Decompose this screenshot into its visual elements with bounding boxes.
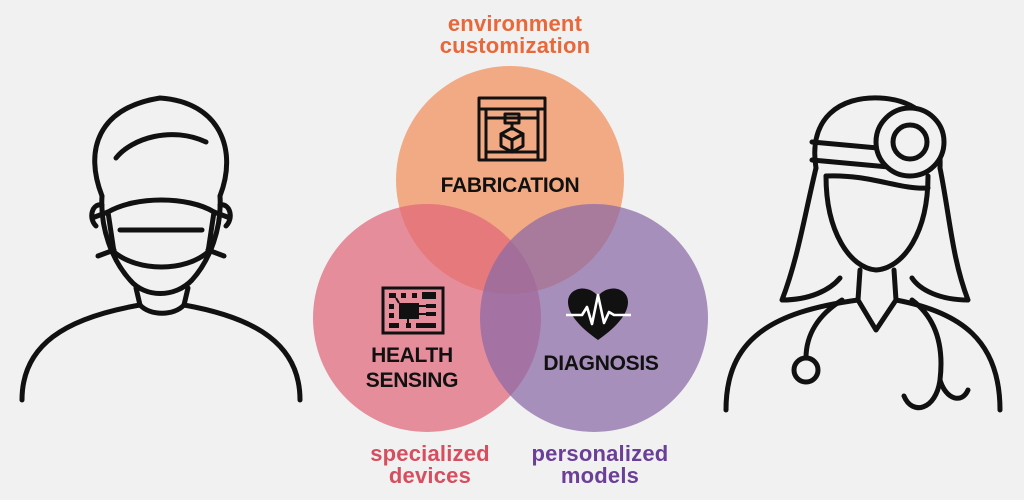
label-sensing: SENSING [366,369,458,392]
label-fabrication: FABRICATION [441,174,580,197]
label-health: HEALTH [371,344,453,367]
doctor-icon [723,95,1003,413]
caption-fabrication: environment customization [439,11,591,58]
heartbeat-icon [566,288,631,340]
3d-printer-icon [477,96,547,162]
masked-patient-icon [19,95,303,403]
caption-diagnosis: personalized models [531,441,669,488]
caption-sensing: specialized devices [370,441,490,488]
circuit-board-icon [381,286,445,335]
label-diagnosis: DIAGNOSIS [543,352,658,375]
circle-health-sensing [313,204,541,432]
